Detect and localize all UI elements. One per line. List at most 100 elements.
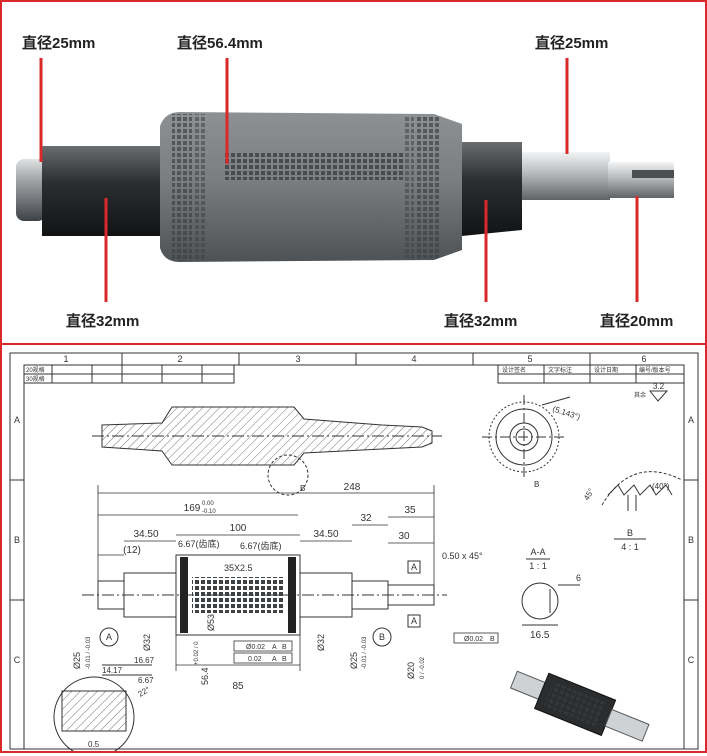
title-cell-2: 文字标注: [548, 366, 572, 374]
datum-a-circle: [99, 627, 119, 647]
drawing-border-inner: [23, 364, 685, 750]
dia-56-4-tol: +0.02 / 0: [194, 641, 200, 665]
section-divider: [2, 343, 705, 345]
dim-169: 169: [184, 503, 201, 514]
dia-32-right: Ø32: [316, 634, 326, 651]
gt-circular-ref-b: B: [282, 656, 287, 663]
gt-right-ref: B: [490, 636, 495, 643]
grid-col-6: 6: [641, 354, 646, 364]
title-row-2: 30规格: [26, 375, 45, 383]
drawing-border-outer: [9, 352, 699, 750]
dia-20-tol: 0 / -0.02: [420, 656, 426, 679]
tooth-profile: [607, 484, 673, 496]
detail-6-67: 6.67: [138, 676, 154, 685]
callout-top-center: 直径56.4mm: [177, 35, 263, 52]
gt-circular: 0.02: [248, 656, 262, 663]
datum-b-circle: [372, 627, 392, 647]
elev-dimples: [192, 577, 284, 613]
section-title: A-A: [530, 547, 545, 557]
gt-frame-right: [453, 632, 499, 644]
bottom-detail-circle: [53, 676, 135, 756]
note-small: 其余: [634, 391, 646, 399]
datum-b: B: [379, 632, 385, 642]
callout-top-left: 直径25mm: [22, 35, 96, 52]
left-shaft-end: [16, 159, 46, 221]
dim-34-50-left: 34.50: [133, 529, 158, 540]
right-shaft-section: [462, 142, 522, 236]
gt-runout: Ø0.02: [246, 644, 265, 651]
dia-25-right-tol: -0.01 / -0.03: [362, 636, 368, 669]
root-right: 6.67(齿底): [240, 540, 282, 551]
dim-100: 100: [230, 523, 247, 534]
surface-finish: 3.2: [653, 382, 665, 391]
grid-row-a-right: A: [688, 415, 694, 425]
detail-14-17: 14.17: [102, 666, 123, 675]
dia-56-4: 56.4: [200, 667, 210, 685]
roller-shaft-illustration: [16, 58, 674, 302]
tol-169-lower: -0.10: [202, 509, 216, 515]
angle-40: (40°): [652, 482, 670, 491]
callout-bottom-left: 直径32mm: [66, 313, 140, 330]
roller-body: [160, 112, 462, 262]
left-knurl: [172, 114, 192, 260]
tol-169-upper: 0.00: [202, 501, 214, 507]
grid-row-b-right: B: [688, 535, 694, 545]
iso-view: [509, 670, 650, 742]
dim-overall-length: 248: [344, 482, 361, 493]
left-shaft-section: [42, 146, 160, 236]
angle-45: 45°: [582, 487, 596, 502]
right-polished-shaft: [522, 152, 610, 200]
title-cell-1: 设计签名: [502, 366, 526, 374]
tooth-detail-arc: [601, 471, 683, 506]
dim-34-50-right: 34.50: [313, 529, 338, 540]
grid-row-c: C: [14, 655, 21, 665]
title-cell-4: 编号/版本号: [639, 366, 671, 374]
section-marker-top: A: [411, 562, 417, 572]
right-knurl: [417, 116, 439, 258]
dim-12: (12): [123, 545, 141, 556]
gt-runout-ref-a: A: [272, 644, 277, 651]
section-a-box-bottom: [407, 614, 421, 628]
detail-0-5: 0.5: [88, 740, 100, 749]
grid-col-2: 2: [177, 354, 182, 364]
dia-25-right: Ø25: [349, 652, 359, 669]
callout-bottom-center: 直径32mm: [444, 313, 518, 330]
grid-col-3: 3: [295, 354, 300, 364]
dia-20: Ø20: [406, 662, 416, 679]
grid-row-c-right: C: [688, 655, 695, 665]
grid-col-5: 5: [527, 354, 532, 364]
chamfer: 0.50 x 45°: [442, 551, 483, 561]
bottom-detail-hatch: [61, 690, 127, 732]
grid-row-b: B: [14, 535, 20, 545]
dia-25-left: Ø25: [72, 652, 82, 669]
grid-row-a: A: [14, 415, 20, 425]
grid-col-1: 1: [63, 354, 68, 364]
datum-a: A: [106, 632, 112, 642]
detail-circle-b: [267, 454, 309, 496]
surface-finish-symbol: [648, 390, 669, 402]
dim-35: 35: [404, 505, 416, 516]
pitch: 35X2.5: [224, 563, 253, 573]
detail-16-67: 16.67: [134, 656, 155, 665]
section-6: 6: [576, 573, 581, 583]
section-marker-bottom: A: [411, 616, 417, 626]
key-slot: [632, 170, 674, 178]
dim-30: 30: [398, 531, 410, 542]
dia-25-left-tol: -0.01 / -0.03: [86, 636, 92, 669]
section-scale: 1 : 1: [529, 561, 547, 571]
dia-53: Ø53: [206, 614, 216, 631]
detail-title: B: [627, 528, 633, 538]
right-knurl-2: [404, 116, 414, 258]
section-circle: [521, 582, 559, 620]
gt-frame-runout: [233, 640, 293, 652]
gt-right: Ø0.02: [464, 636, 483, 643]
elev-right-teeth: [288, 557, 296, 633]
detail-22: 22°: [137, 685, 152, 699]
dia-32-left: Ø32: [142, 634, 152, 651]
engineering-drawing: 1 2 3 4 5 6 A B C A B C 20规格 30规格 设计签名 文…: [2, 345, 705, 756]
dim-32: 32: [360, 513, 372, 524]
detail-marker: B: [300, 484, 305, 493]
elev-left-teeth: [180, 557, 188, 633]
title-cell-3: 设计日期: [594, 366, 618, 374]
